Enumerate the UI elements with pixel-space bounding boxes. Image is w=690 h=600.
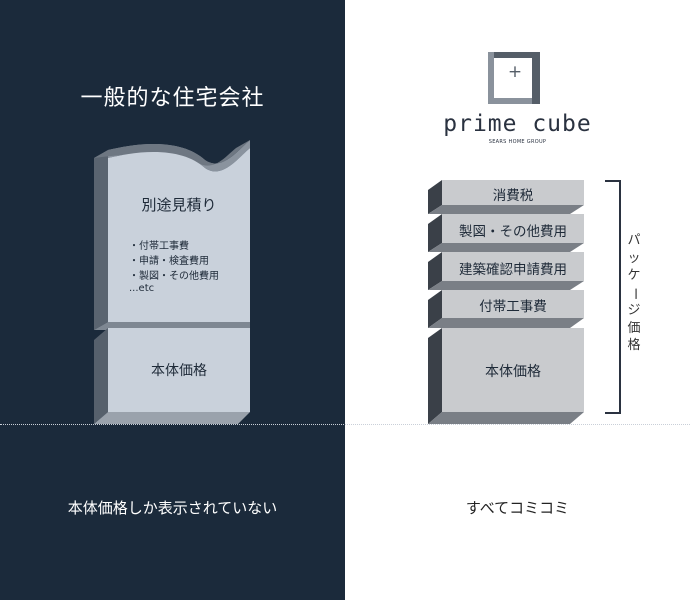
- block-label: 建築確認申請費用: [459, 262, 567, 278]
- package-char: 格: [627, 338, 641, 353]
- baseline-divider: [0, 424, 690, 425]
- logo-mark: [488, 52, 540, 104]
- estimate-item: ...etc: [129, 283, 155, 294]
- package-char: ー: [626, 286, 642, 300]
- package-char: ッ: [627, 250, 641, 266]
- left-base-block: [94, 328, 250, 424]
- left-base-label: 本体価格: [151, 363, 207, 379]
- package-bracket: [605, 180, 621, 414]
- right-stack: [428, 180, 584, 424]
- package-char: ケ: [627, 268, 641, 283]
- estimate-item: ・付帯工事費: [129, 241, 189, 252]
- block-label: 製図・その他費用: [459, 224, 567, 240]
- estimate-item: ・申請・検査費用: [129, 256, 209, 267]
- package-price-label: パ ッ ケ ー ジ 価 格: [626, 232, 642, 355]
- estimate-heading: 別途見積り: [141, 196, 217, 214]
- package-char: 価: [627, 320, 641, 336]
- block-label: 本体価格: [485, 364, 541, 380]
- block-label: 付帯工事費: [479, 299, 547, 315]
- left-title: 一般的な住宅会社: [80, 86, 265, 111]
- package-char: パ: [627, 233, 641, 248]
- left-caption: 本体価格しか表示されていない: [67, 499, 278, 517]
- logo-plus-icon: +: [507, 62, 523, 82]
- block-label: 消費税: [492, 188, 534, 204]
- estimate-item: ・製図・その他費用: [129, 271, 219, 282]
- logo-tagline: SEARS HOME GROUP: [488, 139, 547, 145]
- package-char: ジ: [627, 303, 641, 318]
- right-caption: すべてコミコミ: [465, 499, 570, 517]
- logo-wordmark: prime cube: [443, 111, 592, 137]
- left-estimate-block: [94, 140, 250, 330]
